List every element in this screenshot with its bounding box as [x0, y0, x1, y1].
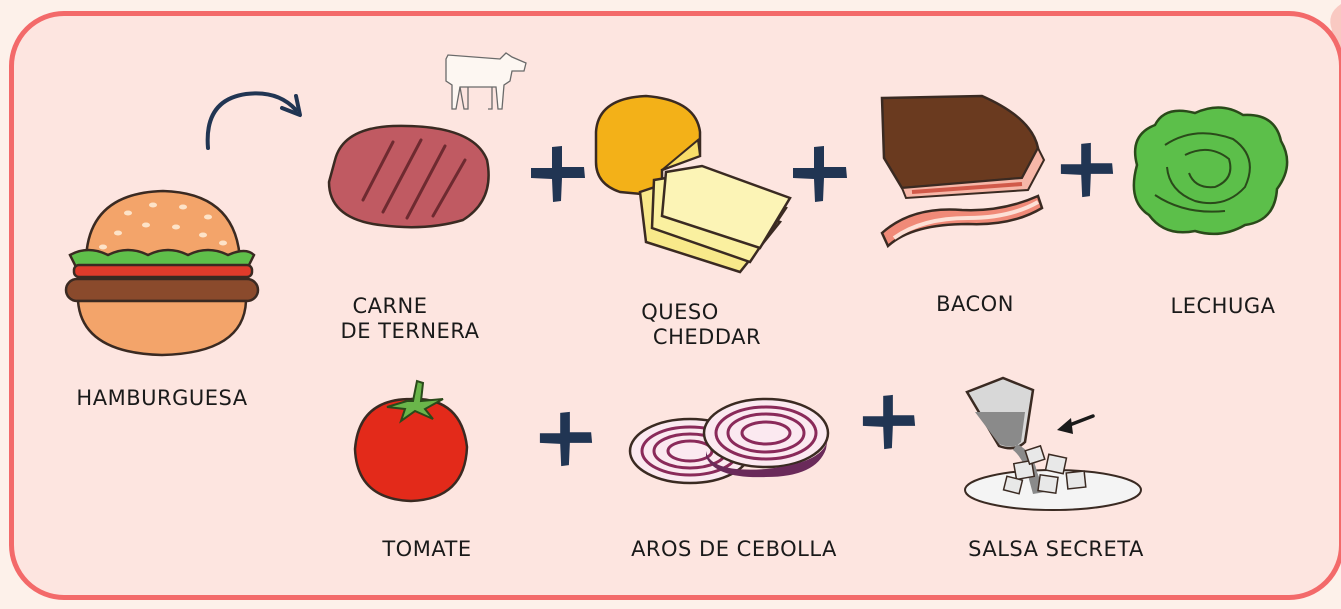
beef-patty-icon [327, 124, 490, 229]
sauce-icon [964, 376, 1142, 511]
label-carne-line2: DE TERNERA [340, 319, 480, 343]
label-carne-line1: CARNE [352, 294, 428, 318]
hamburger-icon [64, 189, 260, 357]
label-hamburguesa: HAMBURGUESA [76, 386, 248, 410]
bacon-icon [880, 94, 1046, 249]
plus-icon [531, 146, 585, 202]
label-carne: CARNE DE TERNERA [315, 294, 505, 344]
label-aros: AROS DE CEBOLLA [631, 537, 837, 561]
tomato-icon [353, 379, 469, 503]
cheese-icon [594, 94, 792, 274]
arrow-icon [205, 91, 302, 150]
plus-icon [1060, 142, 1114, 198]
cow-icon [445, 52, 527, 110]
plus-icon [539, 411, 593, 467]
lettuce-icon [1132, 106, 1289, 236]
label-queso: QUESO CHEDDAR [612, 300, 802, 350]
label-salsa: SALSA SECRETA [968, 537, 1144, 561]
onion-rings-icon [628, 397, 830, 485]
label-queso-line2: CHEDDAR [652, 325, 762, 349]
plus-icon [862, 394, 916, 450]
label-queso-line1: QUESO [641, 300, 719, 324]
label-lechuga: LECHUGA [1170, 294, 1276, 318]
label-bacon: BACON [936, 292, 1014, 316]
plus-icon [793, 146, 847, 202]
label-tomate: TOMATE [382, 537, 472, 561]
